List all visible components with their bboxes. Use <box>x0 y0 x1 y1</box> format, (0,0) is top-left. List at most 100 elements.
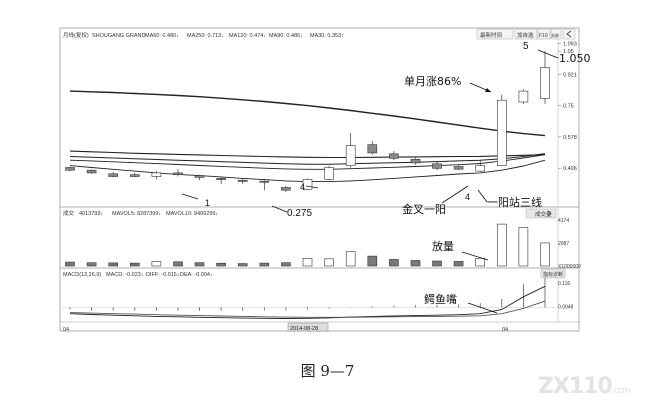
candle-up <box>345 145 356 166</box>
candle-down <box>194 175 205 178</box>
candle-down <box>216 178 226 180</box>
volume-bar-down <box>194 262 205 267</box>
price-tick-label: 1.093 <box>563 41 577 47</box>
volume-surge-arrow <box>461 251 489 261</box>
related-label: 关联 <box>551 32 559 38</box>
volume-bar-up <box>302 257 313 267</box>
indicator-diagnosis-label: 指标诊断 <box>543 271 563 278</box>
volume-bar-down <box>367 255 378 267</box>
crocodile-mouth-arrow <box>467 302 498 314</box>
volume-bar-up <box>151 261 162 267</box>
macd-tick-label: 0.0048 <box>558 304 574 310</box>
candle-up <box>302 179 313 190</box>
candle-down <box>410 159 421 164</box>
candle-down <box>453 166 464 170</box>
ma-line-ma60 <box>69 154 546 170</box>
crocodile-mouth-text: 鳄鱼嘴 <box>424 292 457 306</box>
watermark: ZX110.com <box>538 374 631 399</box>
latest-time-button[interactable]: 最新时间 <box>476 28 514 40</box>
annotation-low: 0.275 <box>271 205 312 219</box>
volume-bar-down <box>216 262 226 267</box>
f10-label: F10 <box>539 33 548 39</box>
date-marker-box <box>287 322 329 332</box>
volume-bar-down <box>237 263 248 267</box>
annotation-wave-1: 1 <box>181 193 210 208</box>
mavol10-label: MAVOL10: 8406299↓ <box>166 211 218 217</box>
volume-bar-up <box>475 257 486 267</box>
high-price-text: 1.050 <box>559 52 591 65</box>
high-price-arrow <box>537 49 559 59</box>
volume-button[interactable]: 成交量 <box>525 208 557 219</box>
collapse-icon[interactable] <box>562 28 576 40</box>
volume-bar-down <box>389 259 399 267</box>
chart-name: 月线(复权) <box>63 31 89 39</box>
volume-bar-down <box>65 261 75 267</box>
wave-4-left-label: 4 <box>300 182 305 192</box>
macd-title: MACD(12,26,9) <box>63 272 101 278</box>
f10-button[interactable]: F10 <box>537 28 551 40</box>
ma-label-30: MA30: 0.353↑ <box>310 33 344 39</box>
volume-button-label: 成交量 <box>535 210 552 218</box>
monthly-gain-text: 单月涨86% <box>404 75 461 88</box>
golden-cross-text: 金叉一阳 <box>402 202 446 216</box>
chart-frame <box>59 27 580 332</box>
related-button[interactable]: 关联 <box>550 28 562 40</box>
volume-bar-down <box>281 262 291 267</box>
ma-line-ma90 <box>69 153 546 165</box>
ma-label-120: MA120: 0.474↓ <box>229 33 266 39</box>
volume-bar-down <box>86 262 97 267</box>
add-watchlist-button[interactable]: 加自选 <box>514 28 538 40</box>
candle-up <box>151 172 162 177</box>
diff-value: DIFF: -0.015↓ <box>146 272 180 278</box>
wave-1-arrow <box>181 193 199 200</box>
indicator-diagnosis-button[interactable]: 指标诊断 <box>540 268 566 279</box>
candle-down <box>237 179 248 182</box>
annotation-golden-cross: 金叉一阳 <box>402 185 469 216</box>
price-tick-label: 0.921 <box>563 73 577 79</box>
volume-bar-down <box>108 262 118 267</box>
volume-bar-down <box>259 262 270 267</box>
volume-bar-up <box>518 227 529 267</box>
candle-down <box>389 153 399 159</box>
candle-down <box>130 174 140 177</box>
x-start-label: 04 <box>63 327 69 333</box>
macd-value: MACD: -0.023↓ <box>106 272 144 278</box>
mavol5-label: MAVOL5: 8287399↓ <box>112 211 161 217</box>
latest-time-label: 最新时间 <box>480 31 502 39</box>
low-price-text: 0.275 <box>287 208 312 219</box>
moving-average-lines <box>69 90 546 183</box>
macd-dea-line <box>69 300 546 318</box>
candle-down <box>259 180 270 183</box>
annotation-high: 5 1.050 <box>523 41 591 65</box>
golden-cross-arrow <box>441 185 469 204</box>
stock-code: SHOUGANG GRAND <box>92 33 146 39</box>
ma-label-90: MA90: 0.486↓ <box>269 33 303 39</box>
annotation-three-lines: 一阳站三线 <box>477 189 542 209</box>
wave-1-label: 1 <box>205 198 210 208</box>
annotation-crocodile-mouth: 鳄鱼嘴 <box>424 292 498 314</box>
price-tick-label: 0.406 <box>563 166 577 172</box>
candle-up <box>324 167 334 180</box>
three-lines-arrow <box>477 189 488 203</box>
price-tick-label: 0.578 <box>563 135 577 141</box>
wave-4-right-label: 4 <box>465 192 470 202</box>
annotation-wave-4-right: 4 <box>465 192 470 202</box>
macd-indicator <box>62 277 556 319</box>
macd-tick-label: 0.116 <box>558 281 570 287</box>
annotation-volume-surge: 放量 <box>432 239 489 261</box>
volume-value: 4013799↓ <box>79 211 103 217</box>
ma-line-ma120 <box>69 150 546 159</box>
candle-down <box>432 163 442 169</box>
candle-down <box>108 173 118 177</box>
watermark-main: ZX110 <box>538 374 613 399</box>
volume-bar-down <box>173 261 183 267</box>
volume-bar-down <box>130 262 140 267</box>
annotation-wave-4-left: 4 <box>300 182 319 192</box>
candle-up <box>496 99 507 166</box>
x-end-label: 04 <box>502 327 508 333</box>
date-marker-label: 2014-08-28 <box>290 326 318 332</box>
volume-bar-down <box>453 261 464 267</box>
candle-up <box>540 67 550 99</box>
